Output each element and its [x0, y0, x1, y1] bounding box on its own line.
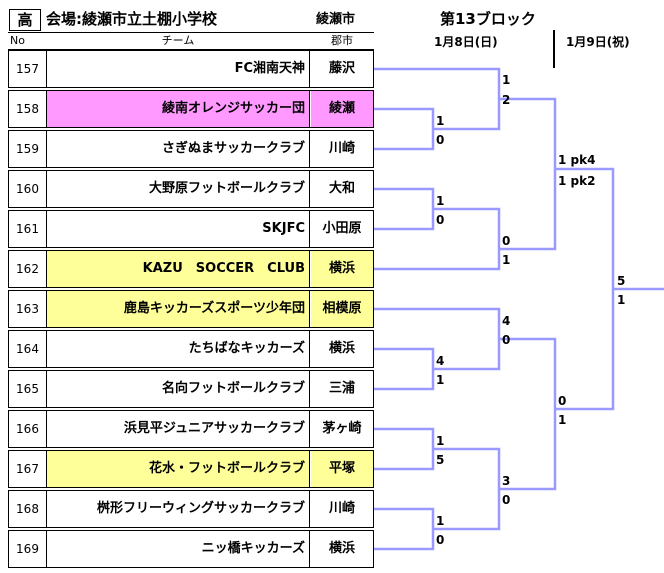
- bracket-line: [374, 107, 435, 151]
- team-city: 平塚: [311, 451, 373, 487]
- bracket-line: [374, 427, 435, 471]
- score-r3-lower-bot: 1: [558, 413, 567, 427]
- bracket-line: [499, 97, 557, 251]
- score-r1-164: 4: [436, 354, 445, 368]
- score-r3-lower-top: 0: [558, 394, 567, 408]
- score-r1-169: 0: [436, 533, 445, 547]
- venue-title: 会場:綾瀬市立土棚小学校: [46, 10, 217, 28]
- score-r2-160-161: 0: [502, 234, 511, 248]
- team-name: 大野原フットボールクラブ: [47, 171, 310, 207]
- team-name: 名向フットボールクラブ: [47, 371, 310, 407]
- team-number: 162: [9, 251, 47, 287]
- host-city: 綾瀬市: [316, 12, 356, 27]
- team-city: 川崎: [311, 131, 373, 167]
- score-r2-166-167: 3: [502, 474, 511, 488]
- team-name: SKJFC: [47, 211, 310, 247]
- team-city: 横浜: [311, 331, 373, 367]
- score-r1-158: 1: [436, 114, 445, 128]
- team-number: 160: [9, 171, 47, 207]
- team-number: 167: [9, 451, 47, 487]
- team-name: 浜見平ジュニアサッカークラブ: [47, 411, 310, 447]
- category-badge: 高: [9, 9, 41, 31]
- score-r2-164-165: 0: [502, 333, 511, 347]
- bracket-line: [374, 347, 435, 391]
- team-name: 綾南オレンジサッカー団: [47, 91, 310, 127]
- team-name: たちばなキッカーズ: [47, 331, 310, 367]
- score-r2-168-169: 0: [502, 493, 511, 507]
- column-header-city: 郡市: [331, 34, 353, 47]
- team-name: KAZU SOCCER CLUB: [47, 251, 310, 287]
- team-name: 鹿島キッカーズスポーツ少年団: [47, 291, 310, 327]
- column-header-no: No: [10, 34, 25, 47]
- team-number: 169: [9, 531, 47, 567]
- date-day1: 1月8日(日): [434, 35, 498, 49]
- team-city: 相模原: [311, 291, 373, 327]
- score-r3-upper-top: 1 pk4: [558, 153, 596, 167]
- team-name: さぎぬまサッカークラブ: [47, 131, 310, 167]
- team-city: 横浜: [311, 531, 373, 567]
- score-final-top: 5: [617, 274, 626, 288]
- team-number: 168: [9, 491, 47, 527]
- score-r2-163: 4: [502, 314, 511, 328]
- team-number: 157: [9, 51, 47, 87]
- bracket-line: [555, 167, 615, 411]
- block-title: 第13ブロック: [440, 10, 536, 28]
- team-name: 桝形フリーウィングサッカークラブ: [47, 491, 310, 527]
- team-number: 159: [9, 131, 47, 167]
- team-city: 横浜: [311, 251, 373, 287]
- bracket-line: [374, 507, 435, 551]
- score-r2-158-159: 2: [502, 93, 511, 107]
- team-number: 163: [9, 291, 47, 327]
- team-name: FC湘南天神: [47, 51, 310, 87]
- team-number: 164: [9, 331, 47, 367]
- score-r1-166: 1: [436, 434, 445, 448]
- score-r1-168: 1: [436, 514, 445, 528]
- team-city: 大和: [311, 171, 373, 207]
- team-city: 綾瀬: [311, 91, 373, 127]
- score-r2-162: 1: [502, 253, 511, 267]
- bracket-line: [374, 207, 501, 271]
- score-r1-161: 0: [436, 213, 445, 227]
- team-city: 藤沢: [311, 51, 373, 87]
- bracket-line: [499, 337, 557, 491]
- score-r1-160: 1: [436, 194, 445, 208]
- header-top-rule: [8, 32, 374, 33]
- team-city: 三浦: [311, 371, 373, 407]
- date-day2: 1月9日(祝): [566, 35, 630, 49]
- team-number: 158: [9, 91, 47, 127]
- team-number: 165: [9, 371, 47, 407]
- column-header-team: チーム: [161, 34, 195, 47]
- team-name: 花水・フットボールクラブ: [47, 451, 310, 487]
- score-r1-167: 5: [436, 453, 445, 467]
- team-city: 小田原: [311, 211, 373, 247]
- score-r3-upper-bot: 1 pk2: [558, 174, 596, 188]
- team-name: ニッ橋キッカーズ: [47, 531, 310, 567]
- score-final-bot: 1: [617, 293, 626, 307]
- bracket-line: [374, 187, 435, 231]
- team-number: 166: [9, 411, 47, 447]
- header-bottom-rule: [8, 49, 374, 50]
- team-city: 川崎: [311, 491, 373, 527]
- team-city: 茅ヶ崎: [311, 411, 373, 447]
- score-r1-159: 0: [436, 133, 445, 147]
- date-separator: [553, 30, 555, 68]
- score-r1-165: 1: [436, 373, 445, 387]
- team-number: 161: [9, 211, 47, 247]
- score-r2-157: 1: [502, 73, 511, 87]
